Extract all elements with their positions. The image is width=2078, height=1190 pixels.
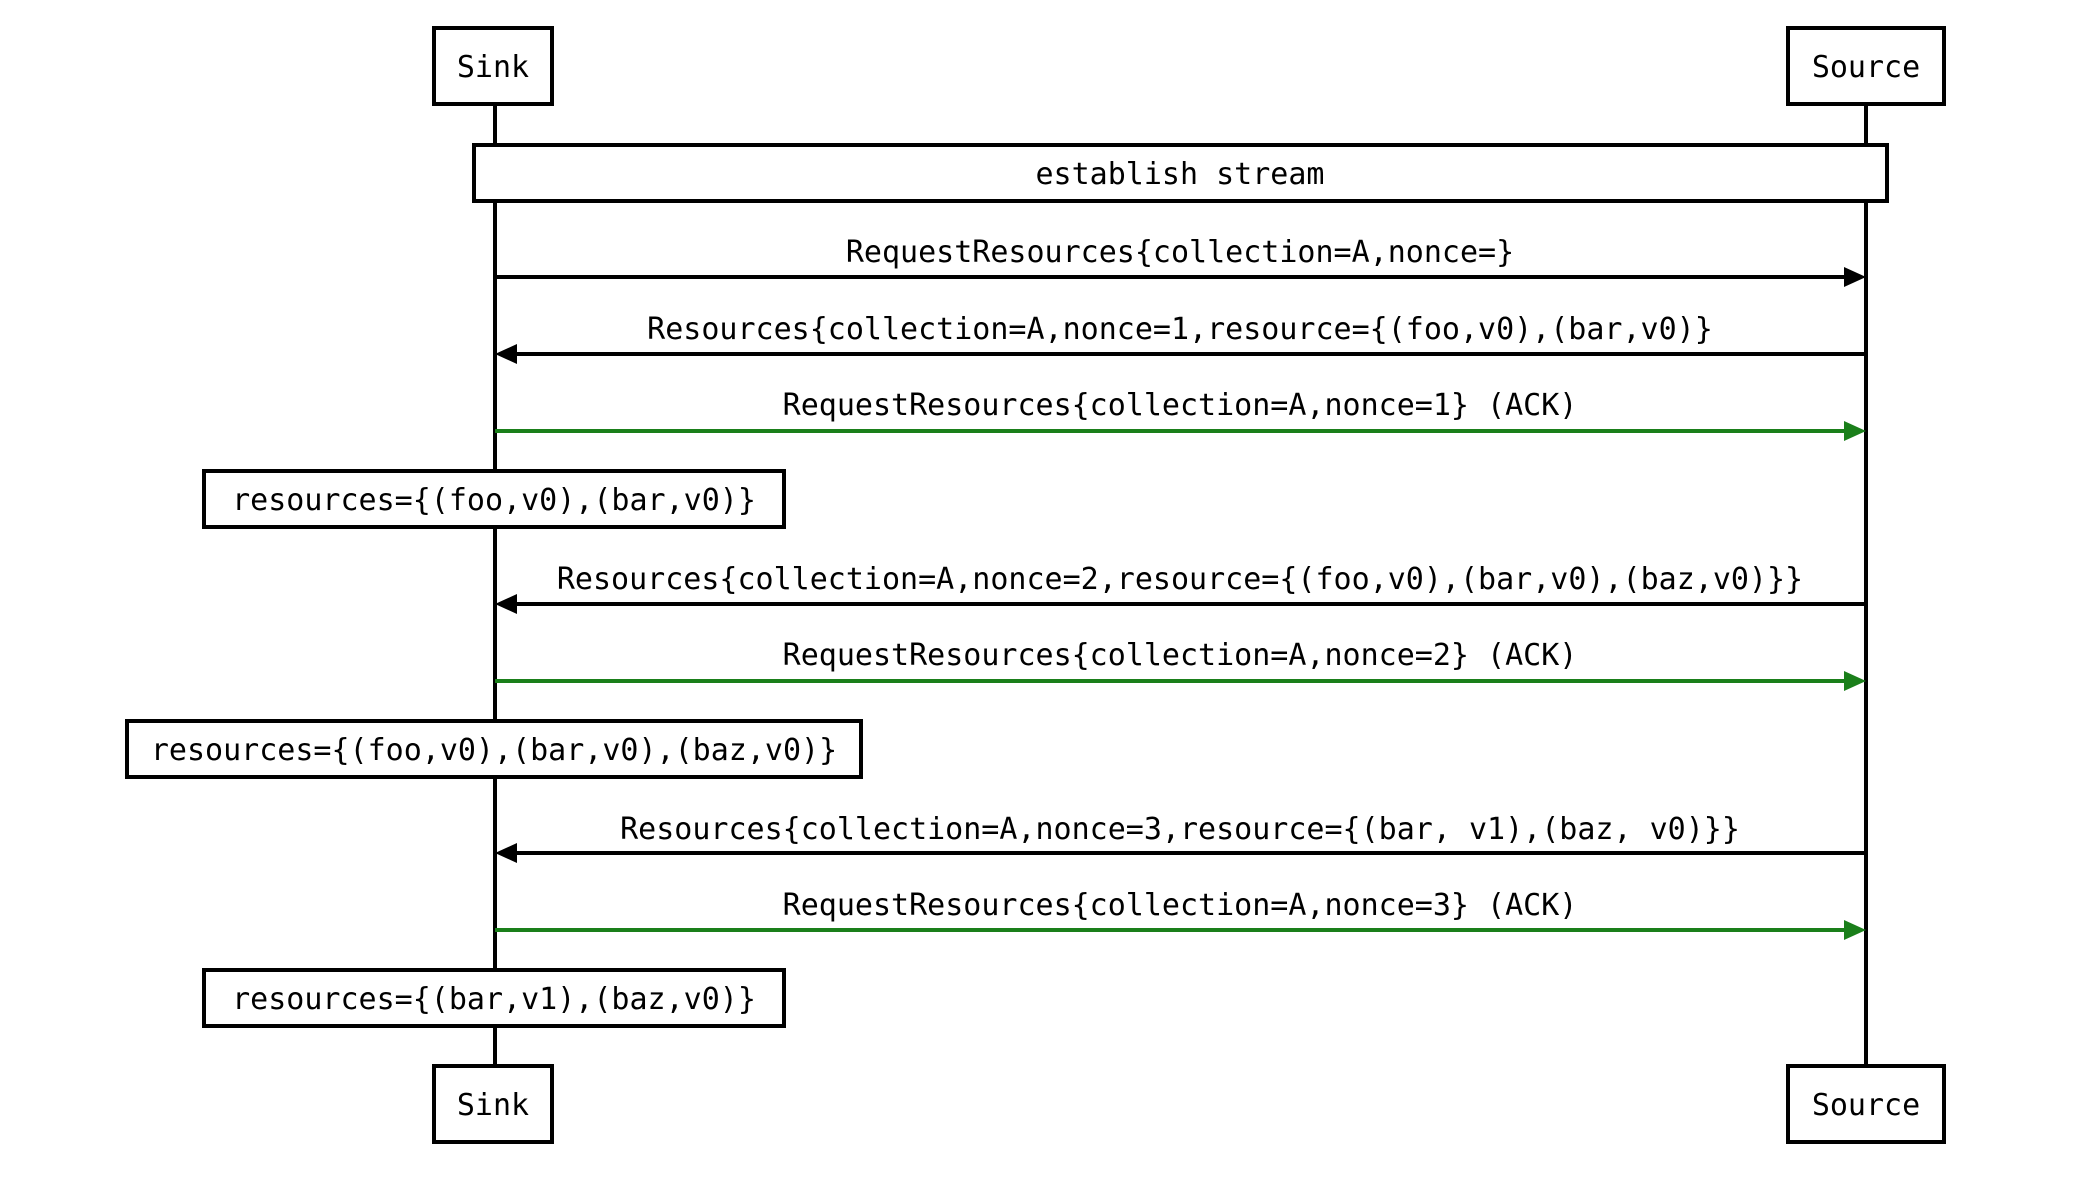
message-label: Resources{collection=A,nonce=2,resource=… (557, 562, 1803, 597)
message-label: RequestResources{collection=A,nonce=1} (… (783, 388, 1578, 423)
arrowhead-left-icon (495, 344, 517, 364)
message-request-initial: RequestResources{collection=A,nonce=} (495, 235, 1866, 287)
establish-stream-label: establish stream (1036, 157, 1325, 192)
arrowhead-right-icon (1844, 267, 1866, 287)
arrowhead-left-icon (495, 843, 517, 863)
message-resources-nonce-3: Resources{collection=A,nonce=3,resource=… (495, 812, 1866, 863)
source-participant-bottom: Source (1786, 1064, 1946, 1144)
sink-state-note-2: resources={(foo,v0),(bar,v0),(baz,v0)} (125, 719, 863, 779)
establish-stream-box: establish stream (472, 143, 1889, 203)
message-label: RequestResources{collection=A,nonce=2} (… (783, 638, 1578, 673)
message-label: Resources{collection=A,nonce=1,resource=… (647, 312, 1713, 347)
message-label: RequestResources{collection=A,nonce=} (846, 235, 1514, 270)
arrowhead-left-icon (495, 594, 517, 614)
arrowhead-right-icon (1844, 671, 1866, 691)
arrowhead-right-icon (1844, 421, 1866, 441)
source-participant-top: Source (1786, 26, 1946, 106)
sink-participant-bottom: Sink (432, 1064, 554, 1144)
source-participant-label: Source (1812, 1088, 1920, 1123)
source-participant-label: Source (1812, 50, 1920, 85)
message-resources-nonce-2: Resources{collection=A,nonce=2,resource=… (495, 562, 1866, 614)
note-label: resources={(foo,v0),(bar,v0),(baz,v0)} (151, 733, 837, 768)
message-ack-nonce-3: RequestResources{collection=A,nonce=3} (… (495, 888, 1866, 940)
sink-participant-top: Sink (432, 26, 554, 106)
sink-state-note-3: resources={(bar,v1),(baz,v0)} (202, 968, 786, 1028)
message-ack-nonce-2: RequestResources{collection=A,nonce=2} (… (495, 638, 1866, 691)
message-label: Resources{collection=A,nonce=3,resource=… (620, 812, 1740, 847)
sink-participant-label: Sink (457, 50, 529, 85)
sink-state-note-1: resources={(foo,v0),(bar,v0)} (202, 469, 786, 529)
note-label: resources={(bar,v1),(baz,v0)} (232, 982, 756, 1017)
message-resources-nonce-1: Resources{collection=A,nonce=1,resource=… (495, 312, 1866, 364)
message-label: RequestResources{collection=A,nonce=3} (… (783, 888, 1578, 923)
message-ack-nonce-1: RequestResources{collection=A,nonce=1} (… (495, 388, 1866, 441)
sink-participant-label: Sink (457, 1088, 529, 1123)
note-label: resources={(foo,v0),(bar,v0)} (232, 483, 756, 518)
arrowhead-right-icon (1844, 920, 1866, 940)
